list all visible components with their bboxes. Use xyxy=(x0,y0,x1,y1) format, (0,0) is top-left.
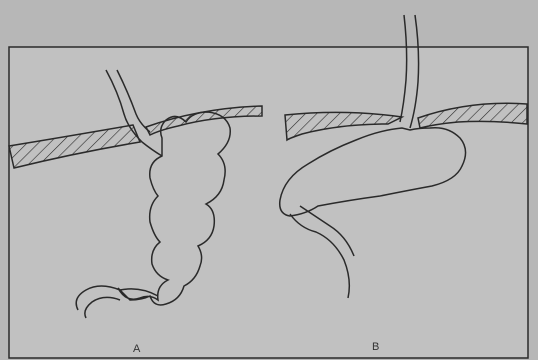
panel-b-label: B xyxy=(372,341,379,353)
panel-a-label: A xyxy=(133,343,140,355)
figure-frame xyxy=(9,47,528,358)
